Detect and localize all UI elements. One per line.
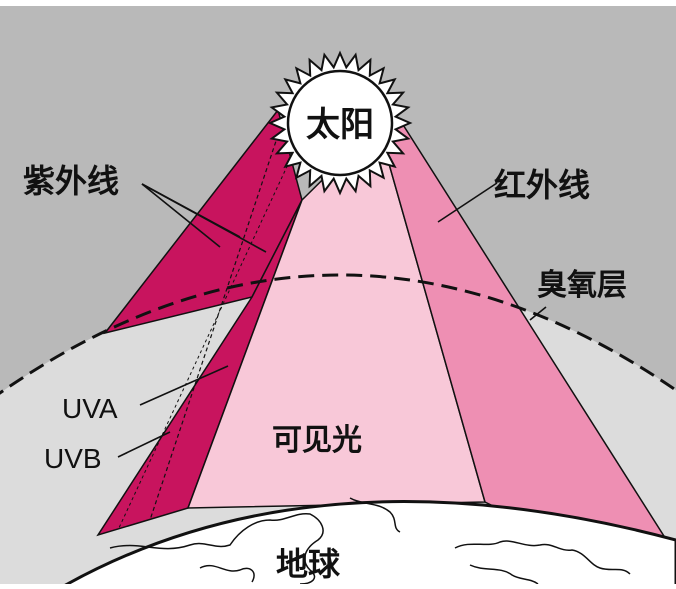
uv-division-line-2 <box>117 159 291 531</box>
sun-disc <box>286 69 394 177</box>
uvb-pointer <box>117 431 171 458</box>
earth-globe-icon <box>64 497 676 584</box>
visible-light-label: 可见光 <box>272 423 362 458</box>
continent-outline-4 <box>454 540 631 575</box>
infrared-label: 红外线 <box>494 166 590 204</box>
earth-label: 地球 <box>276 545 341 583</box>
uv-division-line-1 <box>149 134 279 521</box>
continent-outline-2 <box>199 564 255 583</box>
ir-pointer <box>437 182 498 223</box>
continent-outline-5 <box>469 564 539 584</box>
uvb-label: UVB <box>44 443 102 474</box>
sun-label: 太阳 <box>306 105 374 145</box>
uva-label: UVA <box>62 393 118 424</box>
uva-pointer <box>139 365 229 406</box>
ozone-layer-curve <box>0 273 676 395</box>
continent-outline-1 <box>109 513 324 584</box>
continent-outline-3 <box>349 497 401 533</box>
uv-pointer-1 <box>141 183 221 248</box>
earth-surface <box>64 500 676 584</box>
ozone-layer-label: 臭氧层 <box>537 268 627 303</box>
sun-icon <box>267 50 413 196</box>
pointer-lines <box>117 182 547 458</box>
ultraviolet-label: 紫外线 <box>23 162 119 200</box>
ozone-pointer <box>529 306 547 321</box>
uv-pointer-3 <box>141 183 267 253</box>
